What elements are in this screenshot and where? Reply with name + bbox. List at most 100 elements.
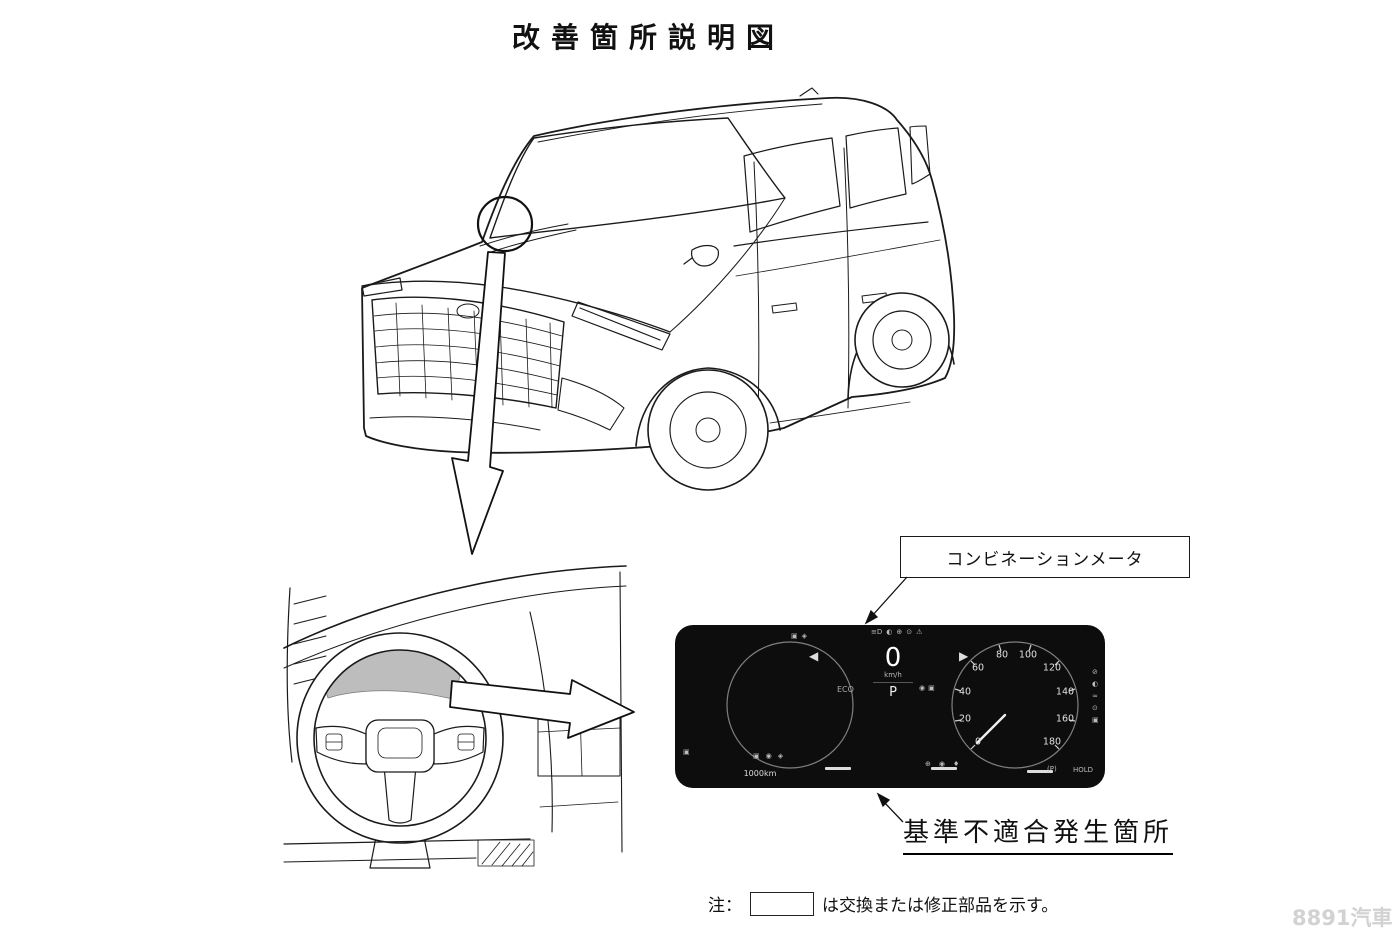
assist-icon-a: ◉ bbox=[919, 684, 926, 692]
cruise-icon: ⊙ bbox=[906, 628, 913, 636]
high-beam-icon: ◐ bbox=[886, 628, 893, 636]
console-left-edge bbox=[529, 611, 553, 833]
vehicle-line-drawing bbox=[361, 87, 956, 491]
assist-icon-b: ▣ bbox=[928, 684, 935, 692]
speedometer-dial bbox=[951, 641, 1079, 769]
driver-assist-icons: ◉ ▣ bbox=[919, 685, 935, 692]
roof-rail bbox=[537, 103, 823, 143]
note-prefix: 注： bbox=[708, 896, 742, 915]
front-wheel-arch bbox=[635, 367, 781, 447]
tachometer-dial bbox=[726, 641, 854, 769]
speedo-tick-label: 60 bbox=[971, 662, 985, 674]
lane-keep-icon: ⊕ bbox=[896, 628, 903, 636]
warning-icon: ⚠ bbox=[916, 628, 923, 636]
body-outline bbox=[361, 96, 956, 454]
speedo-tick-label: 40 bbox=[958, 686, 972, 698]
headlight-right bbox=[571, 301, 671, 351]
parking-brake-icon: (P) bbox=[1047, 765, 1057, 773]
left-air-vent bbox=[293, 595, 327, 685]
side-mirror bbox=[683, 244, 719, 267]
turn-signal-left-icon: ◀ bbox=[809, 649, 819, 663]
spoke-bottom bbox=[383, 765, 417, 824]
drive-mode-icon: ▣ bbox=[791, 632, 798, 640]
turn-signal-right-icon: ▶ bbox=[959, 649, 969, 663]
drive-mode-icons: ▣ ◈ bbox=[791, 633, 807, 640]
speedo-tick-label: 20 bbox=[958, 713, 972, 725]
bottom-icon-a: ⊕ bbox=[925, 760, 931, 768]
headlight-icon: ≡D bbox=[871, 628, 883, 636]
dial-icon-b: ◉ bbox=[765, 752, 772, 760]
left-edge-icon: ▣ bbox=[683, 748, 690, 756]
steering-hub bbox=[365, 719, 435, 773]
dash-top-curve bbox=[283, 565, 627, 649]
dial-icon-a: ▣ bbox=[753, 752, 760, 760]
right-col-icon-e: ▣ bbox=[1092, 716, 1099, 724]
speedo-tick-label: 140 bbox=[1055, 686, 1075, 698]
fog-lamp-scoop bbox=[557, 377, 625, 431]
speed-value: 0 bbox=[884, 643, 902, 673]
speedo-tick-label: 180 bbox=[1042, 736, 1062, 748]
hold-label: HOLD bbox=[1073, 766, 1094, 774]
speed-unit: km/h bbox=[884, 671, 902, 679]
right-col-icon-c: ≈ bbox=[1092, 692, 1098, 700]
tachometer-bottom-icons: ▣ ◉ ◈ bbox=[753, 753, 783, 760]
speedo-tick-label: 80 bbox=[995, 649, 1009, 661]
speedo-tick-label: 0 bbox=[974, 736, 982, 748]
rear-wheel bbox=[854, 292, 950, 388]
front-door-line bbox=[753, 161, 760, 423]
antenna-fin bbox=[799, 87, 819, 97]
bottom-dashes bbox=[825, 767, 1053, 773]
spoke-left bbox=[315, 725, 367, 765]
right-col-icon-a: ⊘ bbox=[1092, 668, 1098, 676]
nonconformity-leader-arrow bbox=[876, 792, 904, 823]
dash-top-curve-2 bbox=[283, 585, 627, 669]
odometer: 1000km bbox=[743, 769, 777, 778]
bottom-indicator-row: ⊕ ◉ ♦ bbox=[925, 761, 959, 768]
speedo-tick-label: 160 bbox=[1055, 713, 1075, 725]
window-rear-quarter bbox=[909, 125, 931, 185]
dial-icon-c: ◈ bbox=[777, 752, 784, 760]
snow-mode-icon: ◈ bbox=[801, 632, 808, 640]
door-handle-front bbox=[771, 302, 798, 314]
spoke-buttons bbox=[325, 733, 475, 751]
window-front-door bbox=[743, 137, 841, 233]
combination-meter-label: コンビネーションメータ bbox=[946, 549, 1144, 569]
bottom-icon-b: ◉ bbox=[938, 760, 945, 768]
center-divider bbox=[873, 682, 913, 683]
sliding-door-line bbox=[843, 147, 850, 409]
eco-label: ECO bbox=[837, 685, 854, 694]
instrument-cluster: ◀ ▶ ▣ ◈ ≡D ◐ ⊕ ⊙ ⚠ 0 km/h P ECO ◉ ▣ ▣ ▣ … bbox=[675, 625, 1105, 788]
dash-lower-line-2 bbox=[283, 857, 477, 863]
legend-note: 注： は交換または修正部品を示す。 bbox=[708, 891, 1058, 916]
speedo-tick-label: 100 bbox=[1018, 649, 1038, 661]
replacement-part-box bbox=[750, 891, 814, 916]
dashboard bbox=[283, 565, 627, 869]
page-title: 改善箇所説明図 bbox=[512, 23, 786, 54]
combination-meter-callout: コンビネーションメータ bbox=[900, 536, 1190, 578]
dashboard-steering-wheel-drawing bbox=[283, 565, 627, 869]
speedometer-needle bbox=[975, 713, 1007, 745]
character-line bbox=[735, 239, 941, 277]
right-icon-column: ⊘ ◐ ≈ ⊙ ▣ bbox=[1092, 669, 1099, 724]
rocker-line bbox=[769, 401, 911, 424]
right-col-icon-d: ⊙ bbox=[1092, 704, 1098, 712]
lower-vent-hatched bbox=[477, 839, 535, 867]
hub-detail bbox=[377, 727, 423, 759]
speedometer-ticks bbox=[954, 644, 1076, 750]
bottom-icon-c: ♦ bbox=[952, 760, 960, 768]
spoke-right bbox=[433, 725, 485, 765]
hood-front-edge bbox=[361, 280, 671, 333]
window-sliding-door bbox=[845, 127, 907, 209]
top-indicator-row: ≡D ◐ ⊕ ⊙ ⚠ bbox=[871, 629, 922, 636]
hood-side-crease bbox=[669, 197, 786, 333]
speedo-tick-label: 120 bbox=[1042, 662, 1062, 674]
vehicle-body bbox=[361, 87, 956, 491]
grille-outline bbox=[371, 296, 565, 409]
combination-meter-leader-arrow bbox=[864, 576, 908, 625]
nonconformity-label: 基準不適合発生箇所 bbox=[903, 812, 1174, 855]
right-col-icon-b: ◐ bbox=[1092, 680, 1099, 688]
gear-indicator: P bbox=[889, 685, 897, 700]
note-text: は交換または修正部品を示す。 bbox=[822, 896, 1059, 915]
headlight-left bbox=[361, 277, 403, 297]
